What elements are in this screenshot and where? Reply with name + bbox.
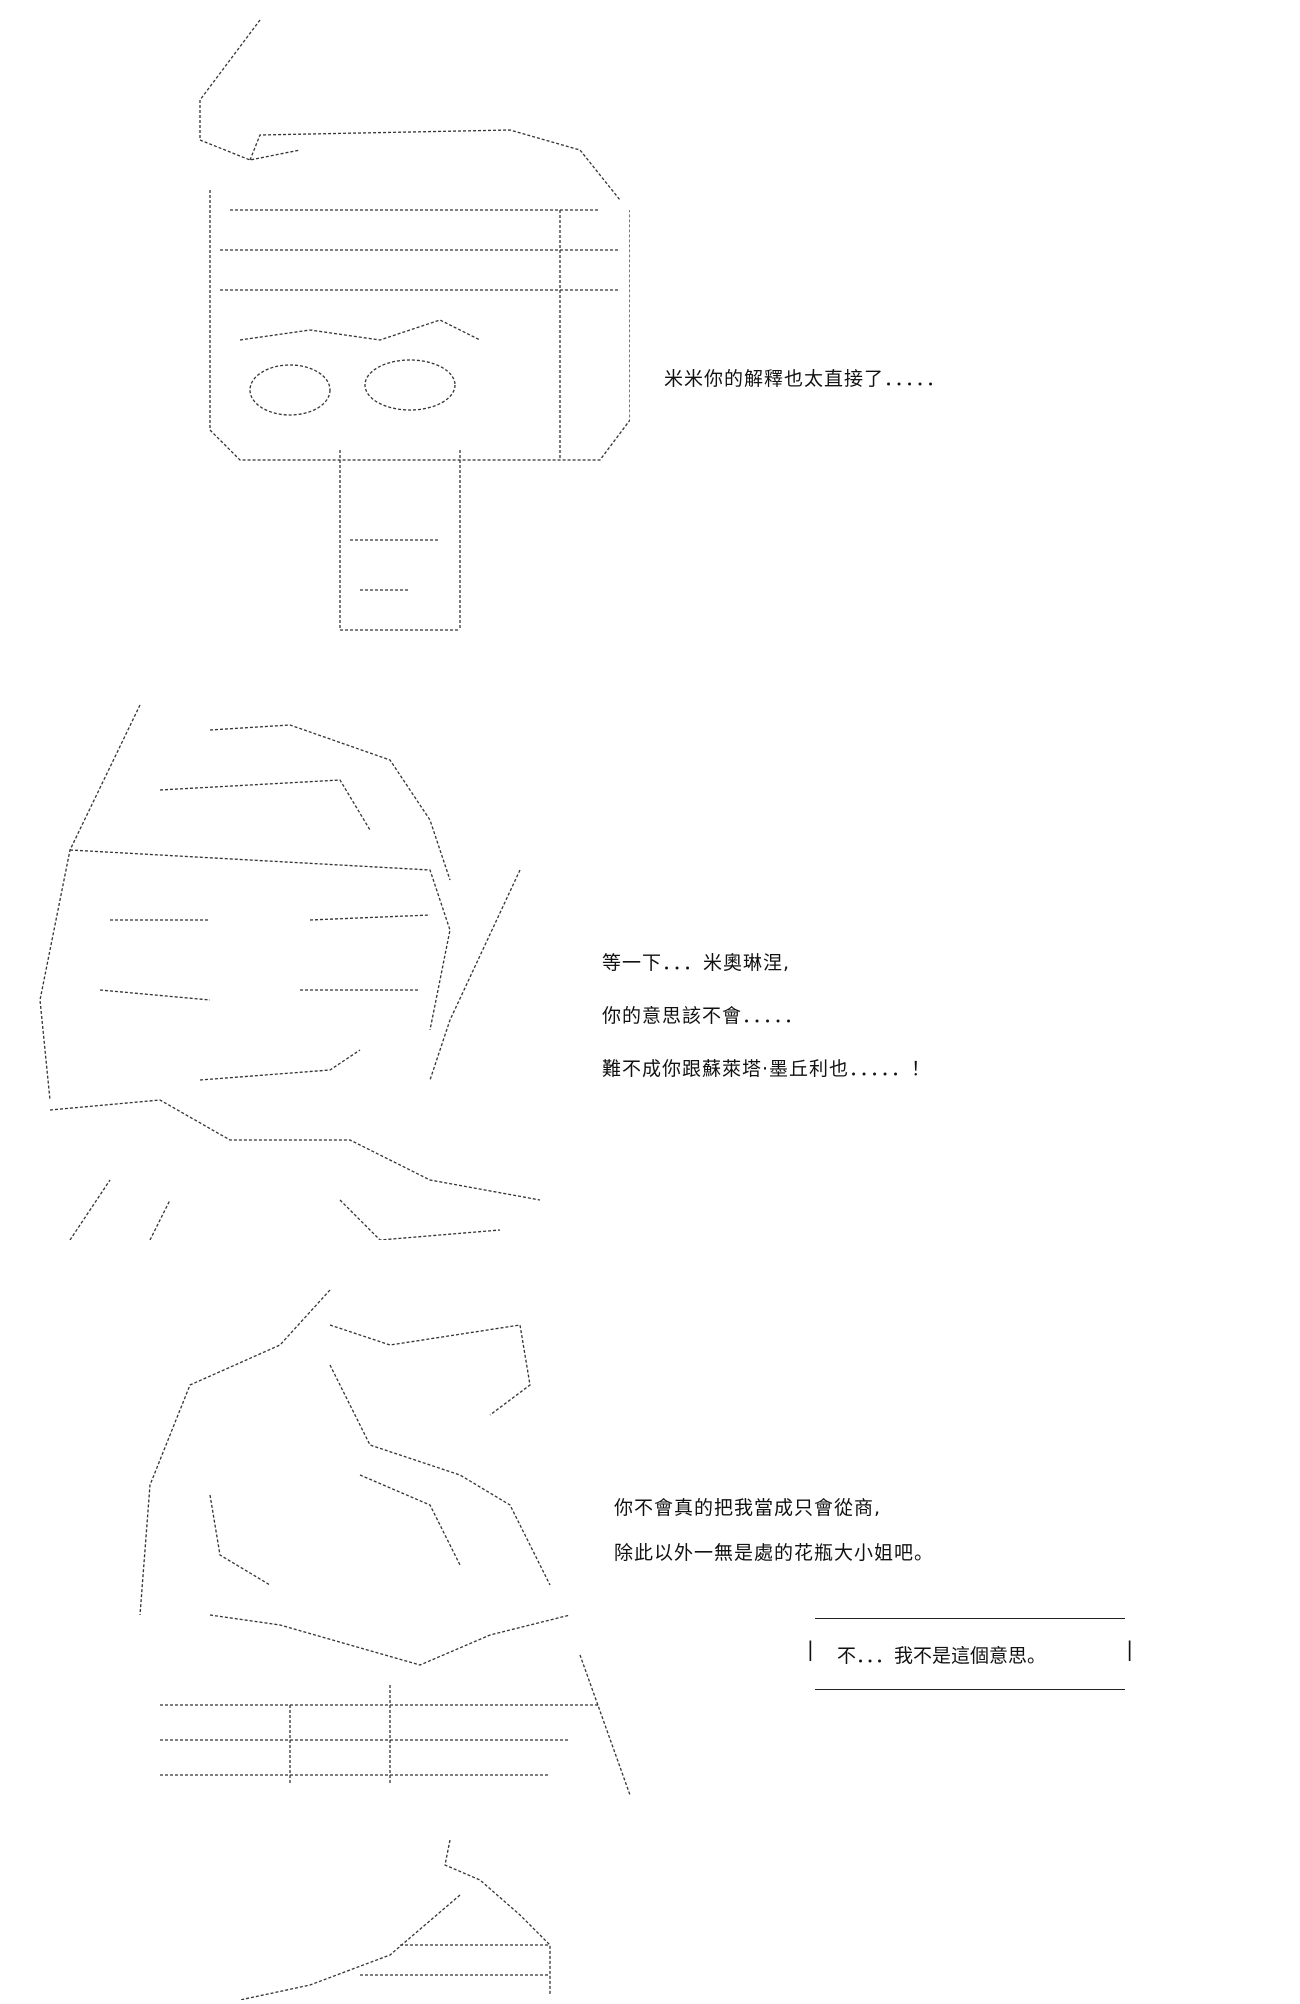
bubble-right-edge: | bbox=[1126, 1637, 1133, 1661]
dialogue-line: 除此以外一無是處的花瓶大小姐吧。 bbox=[614, 1542, 935, 1564]
ascii-art-character-1 bbox=[180, 10, 631, 660]
ascii-art-character-4 bbox=[230, 1835, 560, 2001]
dialogue-line: 你不會真的把我當成只會從商, bbox=[614, 1497, 882, 1519]
dialogue-line: 等一下．．．米奧琳涅, bbox=[602, 952, 791, 974]
speech-bubble: | 不．．．我不是這個意思。 | bbox=[807, 1618, 1133, 1690]
ascii-art-character-2 bbox=[10, 700, 550, 1241]
dialogue-line: 你的意思該不會．．．．． bbox=[602, 1005, 805, 1027]
ascii-art-character-3 bbox=[130, 1285, 640, 1805]
speech-bubble-text: 不．．．我不是這個意思。 bbox=[837, 1645, 1047, 1667]
bubble-left-edge: | bbox=[807, 1637, 814, 1661]
dialogue-line: 難不成你跟蘇萊塔·墨丘利也．．．．．！ bbox=[602, 1058, 932, 1080]
dialogue-line: 米米你的解釋也太直接了．．．．． bbox=[664, 368, 947, 390]
